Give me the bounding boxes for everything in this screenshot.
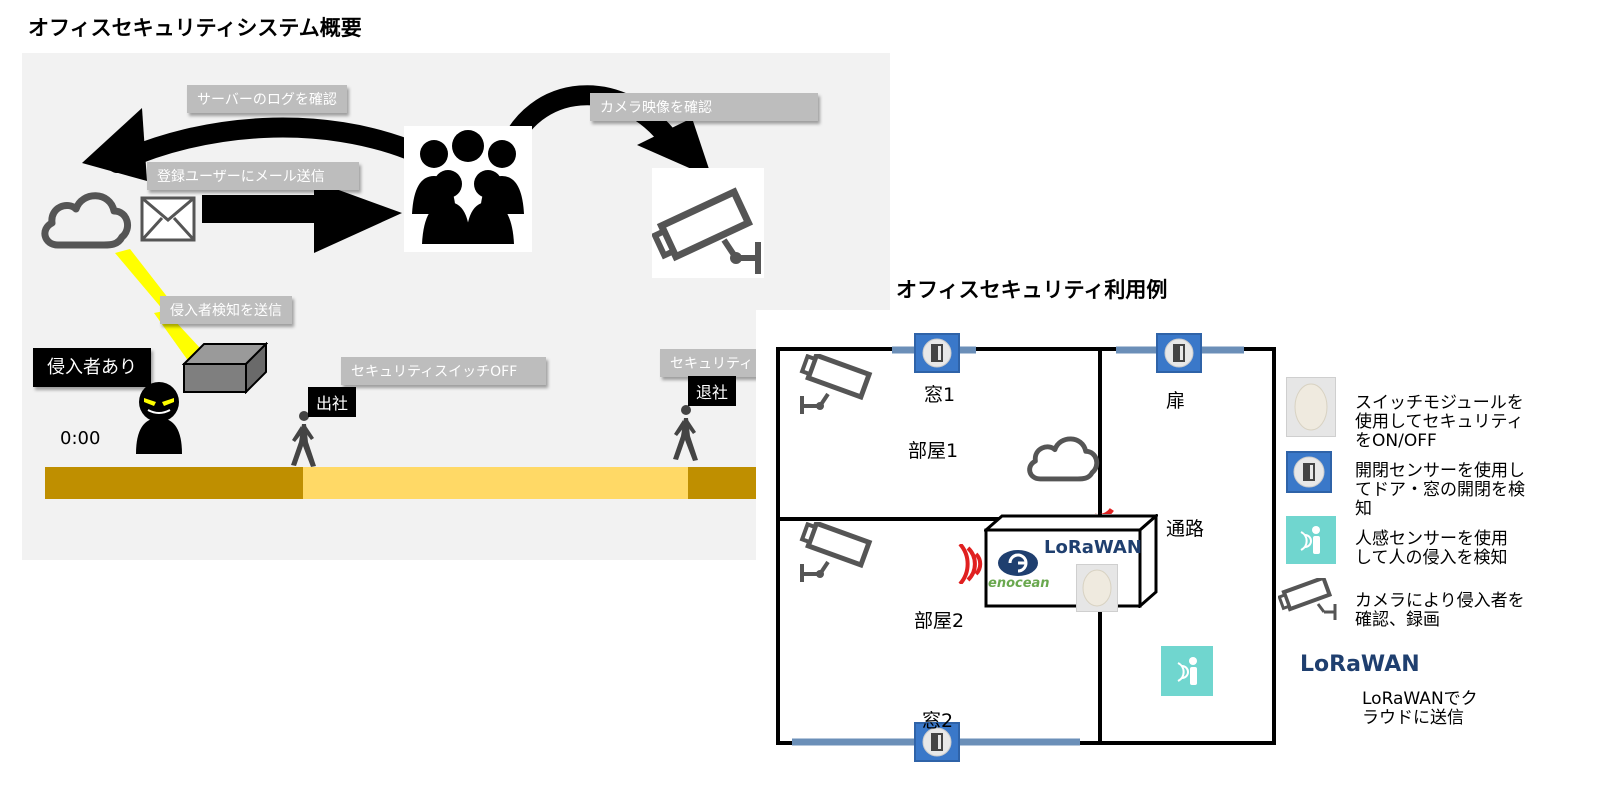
camera-room1-icon: [799, 354, 873, 414]
enocean-logo-icon: [998, 550, 1038, 576]
camera-icon: [652, 168, 764, 278]
room-label-corridor: 通路: [1166, 518, 1205, 540]
room-label-room2: 部屋2: [914, 610, 965, 632]
floorplan-panel: [756, 310, 1602, 802]
cloud-icon: [41, 192, 132, 249]
walker-icon: [291, 411, 316, 467]
room-label-door: 扉: [1166, 390, 1186, 412]
security-on-label: セキュリティ: [660, 349, 760, 377]
legend-camera-text: カメラにより侵入者を確認、録画: [1355, 591, 1525, 630]
legend-lorawan-text: LoRaWANでクラウドに送信: [1362, 689, 1478, 728]
legend-open-sensor-icon: [1286, 451, 1332, 493]
people-icon: [404, 126, 532, 252]
room-label-window1: 窓1: [924, 384, 956, 406]
legend-open-sensor-text: 開閉センサーを使用してドア・窓の開閉を検知: [1355, 461, 1525, 519]
timeline-night-segment: [45, 467, 303, 499]
camera-view-label: カメラ映像を確認: [590, 93, 818, 121]
legend-camera-icon: [1278, 578, 1337, 620]
time-label: 0:00: [60, 428, 101, 449]
security-off-label: セキュリティスイッチOFF: [341, 357, 546, 385]
enocean-logo-text: enocean: [988, 576, 1050, 591]
wifi-signal-icon: [1084, 507, 1114, 514]
cloud-plan-icon: [1027, 436, 1100, 482]
leave-label: 退社: [688, 376, 737, 406]
overview-title: オフィスセキュリティシステム概要: [28, 16, 362, 40]
open-sensor-door-icon: [1156, 333, 1202, 373]
legend-lorawan-logo: LoRaWAN: [1300, 652, 1420, 677]
legend-human-sensor-text: 人感センサーを使用して人の侵入を検知: [1355, 529, 1508, 568]
open-sensor-window1-icon: [914, 333, 960, 373]
mail-icon: [140, 196, 196, 242]
open-sensor-window2-icon: [914, 722, 960, 762]
room-label-window2: 窓2: [922, 710, 954, 732]
server-log-label: サーバーのログを確認: [187, 85, 347, 113]
arrowhead-left-icon: [82, 108, 147, 181]
enocean-signal-icon: [958, 544, 983, 584]
human-sensor-plan-icon: [1161, 646, 1213, 696]
mail-send-label: 登録ユーザーにメール送信: [147, 162, 359, 190]
walker-icon: [673, 405, 698, 461]
legend-switch-text: スイッチモジュールを使用してセキュリティをON/OFF: [1355, 393, 1524, 451]
legend-human-sensor-icon: [1286, 516, 1336, 564]
camera-room2-icon: [799, 522, 873, 582]
switch-module-plan-icon: [1076, 564, 1118, 612]
timeline-day-segment: [303, 467, 688, 499]
intruder-send-label: 侵入者検知を送信: [160, 296, 292, 324]
room-label-room1: 部屋1: [908, 440, 959, 462]
gateway-box-icon: [182, 342, 268, 394]
lorawan-logo-plan: LoRaWAN: [1044, 537, 1142, 558]
legend-switch-icon: [1286, 377, 1336, 437]
arrive-label: 出社: [308, 387, 357, 417]
timeline-night-segment: [688, 467, 756, 499]
intruder-label: 侵入者あり: [33, 348, 151, 387]
usecase-title: オフィスセキュリティ利用例: [896, 278, 1168, 302]
arrowhead-right-icon: [637, 118, 712, 178]
intruder-icon: [136, 382, 182, 454]
